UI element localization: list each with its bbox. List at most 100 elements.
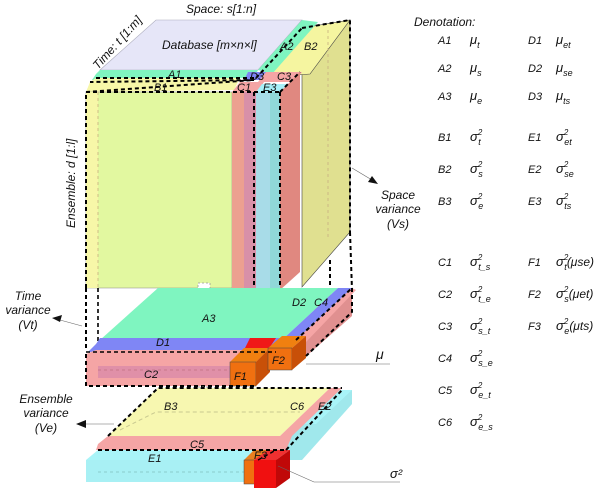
c2-top [86, 350, 276, 362]
e2-side [280, 390, 352, 460]
region-label-f3: F3 [254, 450, 268, 462]
region-label-e3: E3 [263, 82, 277, 94]
variance-arrows [52, 167, 378, 428]
b1-front-face [85, 91, 233, 289]
f1-cube-front [229, 361, 257, 387]
region-label-c1: C1 [237, 82, 251, 94]
e1-top [86, 450, 286, 460]
region-label-e1: E1 [148, 453, 161, 465]
denotation-key: F3 [528, 321, 542, 333]
cube-front-outline [85, 79, 255, 288]
denotation-key: E1 [528, 132, 541, 144]
denotation-key: C3 [438, 321, 453, 333]
region-label-d3: D3 [250, 71, 265, 83]
b1-left-edge [86, 92, 98, 288]
region-label-f2: F2 [272, 355, 285, 367]
d2-strip [282, 288, 352, 340]
f2-cube-side [292, 336, 306, 370]
region-label-e2: E2 [318, 401, 331, 413]
denotation-symbol: μet [555, 32, 571, 50]
red-overlap [244, 338, 276, 350]
b3-inner-dashed [119, 411, 300, 431]
data-cube [85, 18, 351, 290]
c3-block-top [258, 72, 302, 82]
denotation-symbol: μt [469, 32, 480, 50]
region-label-a3: A3 [201, 313, 216, 325]
denotation-row-d1: D1 μet [528, 32, 571, 50]
b3-top [108, 388, 330, 436]
mean-slab-outline [85, 354, 256, 387]
denotation-key: C6 [438, 417, 453, 429]
denotation-row-a3: A3 μe [437, 88, 482, 106]
c3-slab [280, 72, 300, 290]
denotation-key: C4 [438, 353, 452, 365]
region-label-c3: C3 [277, 71, 292, 83]
ensemble-axis-label: Ensemble: d [1:l] [64, 138, 78, 228]
denotation-key: D1 [528, 35, 542, 47]
denotation-symbol: μts [555, 88, 571, 106]
region-label-a2: A2 [279, 41, 293, 53]
c1-slab-inner [244, 92, 258, 288]
f1-cube-side [256, 348, 270, 386]
region-label-c2: C2 [144, 369, 158, 381]
denotation-key: A3 [437, 91, 452, 103]
f1-cube-top [230, 348, 270, 362]
ensemble-variance-line1: Ensemble [19, 392, 73, 406]
sigma2-cube-side [276, 450, 290, 488]
variance-labels: Space variance (Vs) Time variance (Vt) E… [5, 188, 421, 435]
denotation-key: B2 [438, 164, 451, 176]
denotation-symbol: μse [555, 60, 573, 78]
e3-slab-inner [270, 92, 280, 288]
time-variance-line2: variance [5, 303, 51, 317]
denotation-row-d2: D2 μse [528, 60, 573, 78]
cube-b2-diag [255, 27, 303, 79]
e1-front [86, 460, 246, 482]
e3-slab-top [256, 84, 288, 92]
region-label-d2: D2 [292, 297, 306, 309]
c6-strip [280, 388, 342, 436]
denotation-key: E2 [528, 164, 541, 176]
sigma2-output-label: σ² [390, 466, 403, 481]
space-variance-arrow [351, 167, 373, 181]
cube-right-outline [301, 18, 351, 232]
d1-strip [88, 338, 282, 352]
c1-slab-top [232, 82, 264, 92]
c4-top [296, 288, 356, 342]
database-label: Database [m×n×l] [162, 38, 257, 52]
denotation-key: A2 [437, 63, 451, 75]
denotation-key: D2 [528, 63, 542, 75]
variance-slab [86, 387, 400, 488]
denotation-symbol: μe [469, 88, 482, 106]
a3-top [100, 288, 338, 340]
sigma2-leader-line [277, 465, 400, 483]
denotation-symbol: μs [469, 60, 482, 78]
denotation-key: B1 [438, 132, 451, 144]
space-variance-line1: Space [381, 188, 415, 202]
space-variance-arrowhead [368, 176, 378, 184]
space-variance-line2: variance [375, 202, 421, 216]
denotation-key: C2 [438, 289, 452, 301]
